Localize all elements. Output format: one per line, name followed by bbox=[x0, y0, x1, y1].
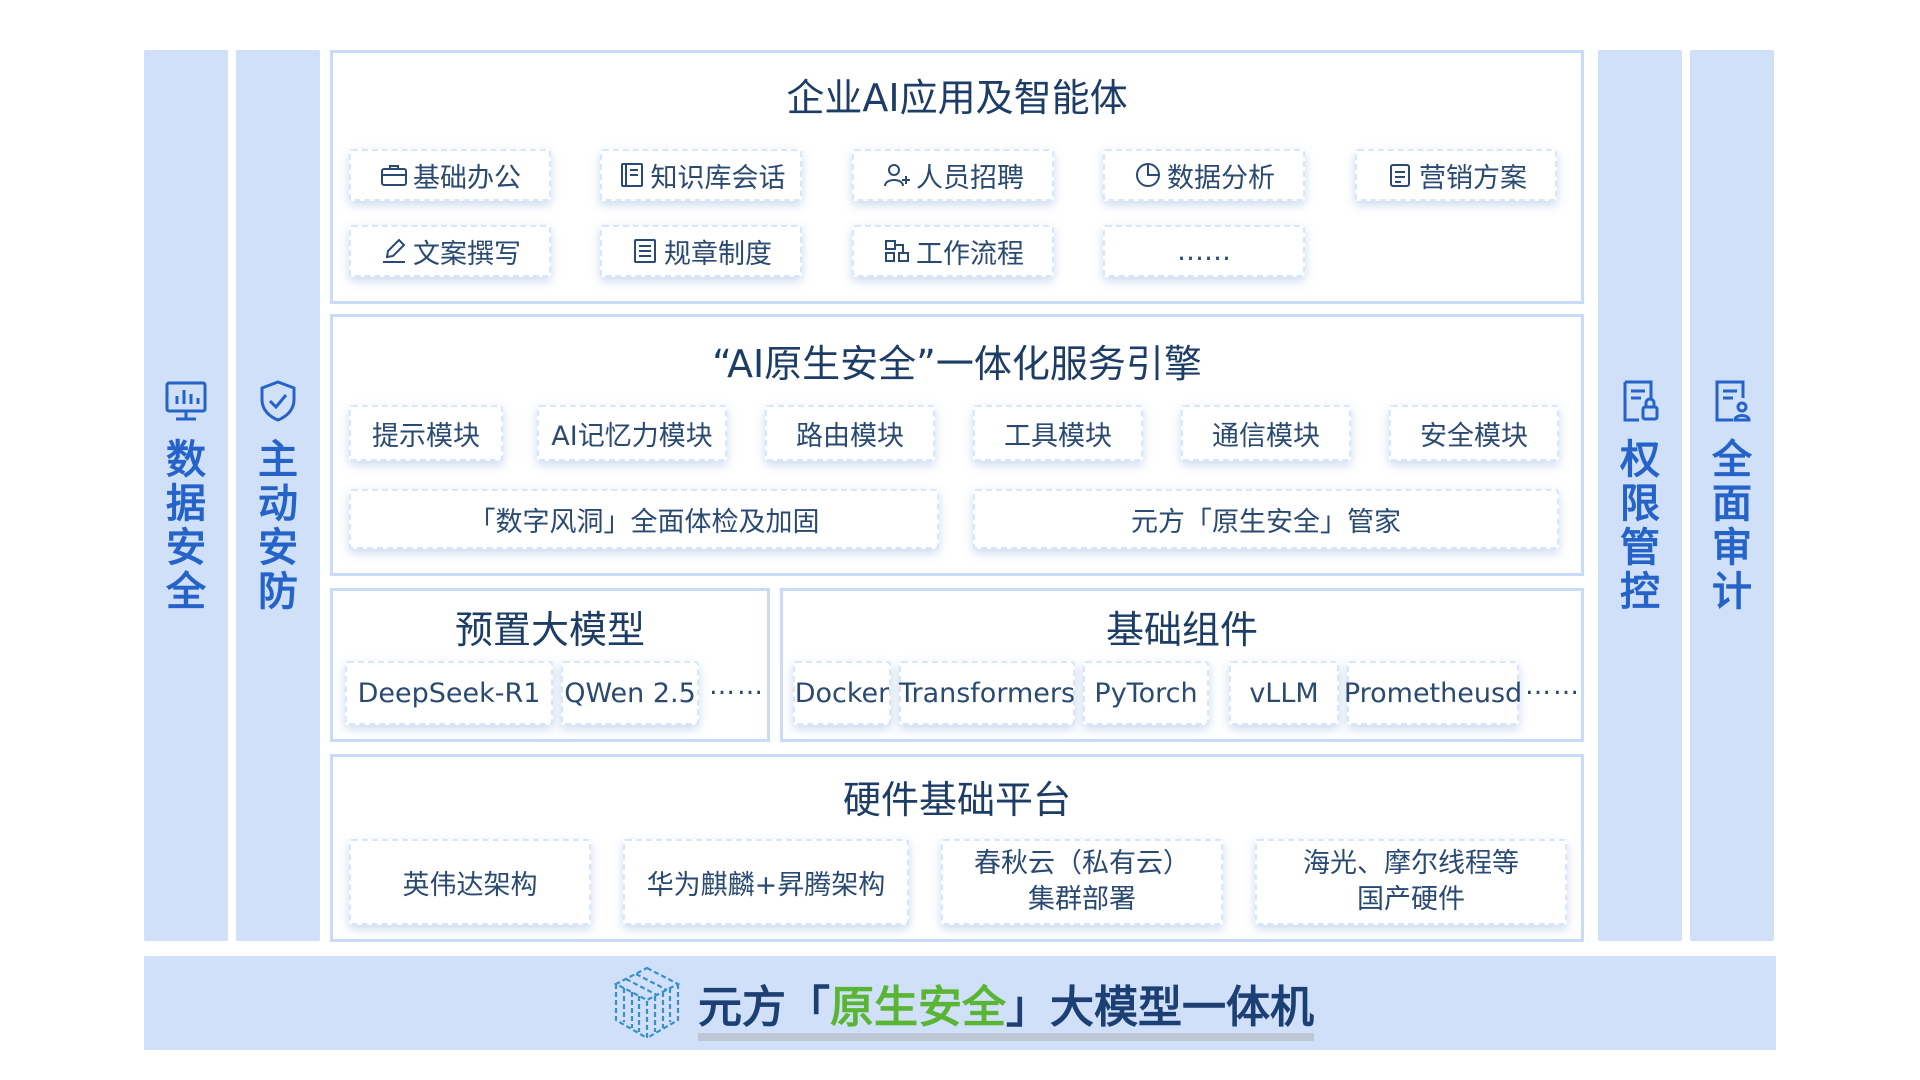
app-more[interactable]: …… bbox=[1103, 225, 1305, 277]
pillar-label: 数据安全 bbox=[166, 436, 206, 615]
components-more: …… bbox=[1525, 671, 1581, 701]
app-basic-office[interactable]: 基础办公 bbox=[349, 149, 551, 201]
app-copywriting[interactable]: 文案撰写 bbox=[349, 225, 551, 277]
hardware-label-line2: 集群部署 bbox=[1028, 884, 1136, 915]
product-name-underline bbox=[698, 1033, 1314, 1041]
app-label: 基础办公 bbox=[413, 162, 521, 194]
wide-label: 元方「原生安全」管家 bbox=[1131, 506, 1401, 538]
app-label: 营销方案 bbox=[1419, 162, 1527, 194]
panel-preset-models: 预置大模型 DeepSeek-R1 QWen 2.5 …… bbox=[330, 588, 770, 742]
app-recruitment[interactable]: 人员招聘 bbox=[852, 149, 1054, 201]
app-data-analysis[interactable]: 数据分析 bbox=[1103, 149, 1305, 201]
hardware-label: 英伟达架构 bbox=[402, 869, 538, 901]
document-list-icon bbox=[634, 239, 656, 263]
app-marketing[interactable]: 营销方案 bbox=[1355, 149, 1557, 201]
pillar-label: 主动安防 bbox=[258, 436, 298, 615]
module-communication[interactable]: 通信模块 bbox=[1181, 405, 1351, 461]
product-banner: 元方「原生安全」大模型一体机 bbox=[144, 956, 1776, 1050]
models-more: …… bbox=[709, 671, 765, 701]
hardware-label-line2: 国产硬件 bbox=[1357, 884, 1465, 915]
product-name-prefix: 元方「 bbox=[698, 982, 830, 1033]
module-ai-memory[interactable]: AI记忆力模块 bbox=[537, 405, 727, 461]
hardware-label-line1: 海光、摩尔线程等 bbox=[1303, 848, 1519, 879]
module-label: AI记忆力模块 bbox=[551, 420, 713, 452]
component-label: PyTorch bbox=[1094, 677, 1198, 709]
module-prompt[interactable]: 提示模块 bbox=[349, 405, 503, 461]
wide-label: 「数字风洞」全面体检及加固 bbox=[468, 506, 820, 538]
product-name-suffix: 」大模型一体机 bbox=[1006, 982, 1314, 1033]
product-name: 元方「原生安全」大模型一体机 bbox=[698, 971, 1314, 1041]
panel-title: 企业AI应用及智能体 bbox=[786, 76, 1128, 120]
pillar-label: 权限管控 bbox=[1620, 436, 1660, 615]
monitor-chart-icon bbox=[165, 381, 207, 420]
hardware-domestic[interactable]: 海光、摩尔线程等 国产硬件 bbox=[1255, 839, 1567, 925]
app-workflow[interactable]: 工作流程 bbox=[852, 225, 1054, 277]
pillar-data-security: 数据安全 bbox=[144, 50, 228, 941]
module-label: 工具模块 bbox=[1004, 420, 1112, 452]
component-pytorch[interactable]: PyTorch bbox=[1083, 661, 1209, 725]
module-label: 通信模块 bbox=[1212, 420, 1320, 452]
edit-icon bbox=[383, 238, 406, 263]
panel-title: 基础组件 bbox=[1105, 608, 1258, 652]
app-label: 工作流程 bbox=[916, 238, 1024, 270]
pillar-permission-control: 权限管控 bbox=[1598, 50, 1682, 941]
workflow-icon bbox=[885, 240, 909, 262]
panel-hardware-platform: 硬件基础平台 英伟达架构 华为麒麟+昇腾架构 春秋云（私有云） 集群部署 海光、… bbox=[330, 754, 1584, 942]
pillar-full-audit: 全面审计 bbox=[1690, 50, 1774, 941]
briefcase-icon bbox=[381, 165, 407, 186]
module-tools[interactable]: 工具模块 bbox=[973, 405, 1143, 461]
model-deepseek[interactable]: DeepSeek-R1 bbox=[345, 661, 553, 725]
app-label: 知识库会话 bbox=[650, 162, 786, 194]
book-icon bbox=[620, 163, 643, 187]
model-qwen[interactable]: QWen 2.5 bbox=[561, 661, 699, 725]
app-label: 规章制度 bbox=[664, 238, 772, 270]
person-add-icon bbox=[884, 164, 910, 187]
component-vllm[interactable]: vLLM bbox=[1229, 661, 1339, 725]
pillar-active-defense: 主动安防 bbox=[236, 50, 320, 941]
product-name-highlight: 原生安全 bbox=[830, 982, 1006, 1033]
hardware-chunqiu-cloud[interactable]: 春秋云（私有云） 集群部署 bbox=[941, 839, 1223, 925]
panel-enterprise-apps: 企业AI应用及智能体 基础办公 知识库会话 人员招聘 数据分析 营销方案 文案撰… bbox=[330, 50, 1584, 304]
module-label: 提示模块 bbox=[372, 420, 480, 452]
component-label: Prometheusd bbox=[1343, 677, 1523, 709]
module-security[interactable]: 安全模块 bbox=[1389, 405, 1559, 461]
app-label: 文案撰写 bbox=[413, 238, 521, 270]
panel-title: “AI原生安全”一体化服务引擎 bbox=[712, 342, 1202, 386]
hardware-label-line1: 春秋云（私有云） bbox=[974, 848, 1190, 879]
module-routing[interactable]: 路由模块 bbox=[765, 405, 935, 461]
component-label: Transformers bbox=[898, 677, 1076, 709]
model-label: QWen 2.5 bbox=[564, 677, 696, 709]
document-lock-icon bbox=[1623, 380, 1659, 421]
shield-check-icon bbox=[260, 379, 296, 422]
module-label: 路由模块 bbox=[796, 420, 904, 452]
document-person-icon bbox=[1715, 380, 1751, 421]
app-regulations[interactable]: 规章制度 bbox=[600, 225, 802, 277]
component-label: vLLM bbox=[1249, 677, 1319, 709]
hardware-nvidia[interactable]: 英伟达架构 bbox=[349, 839, 591, 925]
panel-title: 硬件基础平台 bbox=[842, 778, 1071, 822]
pillar-label: 全面审计 bbox=[1712, 436, 1752, 615]
hardware-huawei[interactable]: 华为麒麟+昇腾架构 bbox=[623, 839, 909, 925]
digital-wind-tunnel-box[interactable]: 「数字风洞」全面体检及加固 bbox=[349, 489, 939, 549]
component-prometheusd[interactable]: Prometheusd bbox=[1343, 661, 1523, 725]
native-security-steward-box[interactable]: 元方「原生安全」管家 bbox=[973, 489, 1559, 549]
module-label: 安全模块 bbox=[1420, 420, 1528, 452]
pie-chart-icon bbox=[1136, 163, 1160, 187]
component-docker[interactable]: Docker bbox=[793, 661, 891, 725]
model-label: DeepSeek-R1 bbox=[357, 677, 541, 709]
app-label: 数据分析 bbox=[1167, 162, 1275, 194]
app-knowledge-chat[interactable]: 知识库会话 bbox=[600, 149, 802, 201]
hardware-label: 华为麒麟+昇腾架构 bbox=[646, 869, 886, 901]
clipboard-icon bbox=[1390, 164, 1410, 187]
ellipsis: …… bbox=[1177, 235, 1231, 267]
app-label: 人员招聘 bbox=[916, 162, 1024, 194]
panel-title: 预置大模型 bbox=[454, 608, 645, 652]
component-transformers[interactable]: Transformers bbox=[899, 661, 1075, 725]
cube-logo-icon bbox=[613, 966, 681, 1040]
component-label: Docker bbox=[794, 677, 890, 709]
panel-service-engine: “AI原生安全”一体化服务引擎 提示模块 AI记忆力模块 路由模块 工具模块 通… bbox=[330, 314, 1584, 576]
panel-base-components: 基础组件 Docker Transformers PyTorch vLLM Pr… bbox=[780, 588, 1584, 742]
